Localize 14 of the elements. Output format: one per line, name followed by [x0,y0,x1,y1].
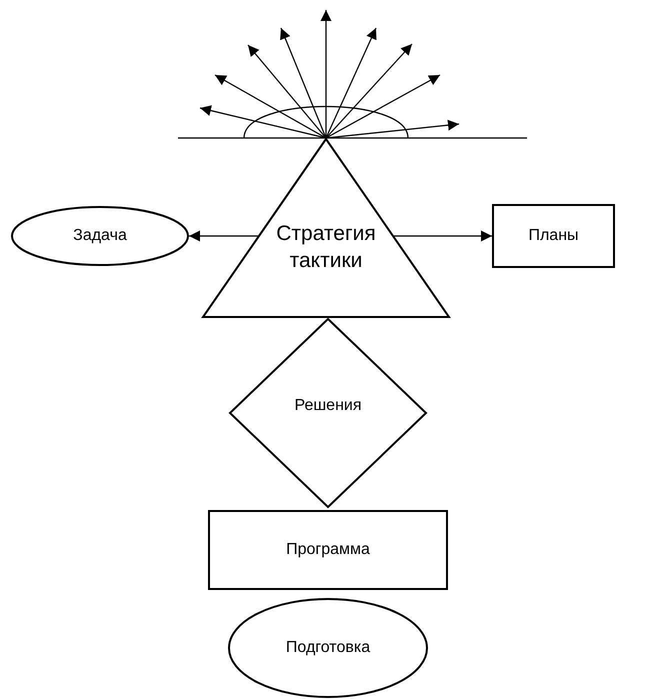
triangle-node [202,138,450,318]
arrow [394,230,492,242]
ellipse-node [228,598,428,698]
node-label: Подготовка [286,638,370,658]
node-label: Программа [286,540,370,560]
node-label: Задача [73,226,127,246]
node-label: Планы [528,226,579,246]
rectangle-node [208,510,448,590]
node-label: Стратегия тактики [275,221,377,274]
diamond-node [229,318,427,508]
node-label: Решения [294,396,362,416]
rectangle-node [492,204,615,268]
ellipse-node [11,206,189,266]
arrow [189,230,258,242]
